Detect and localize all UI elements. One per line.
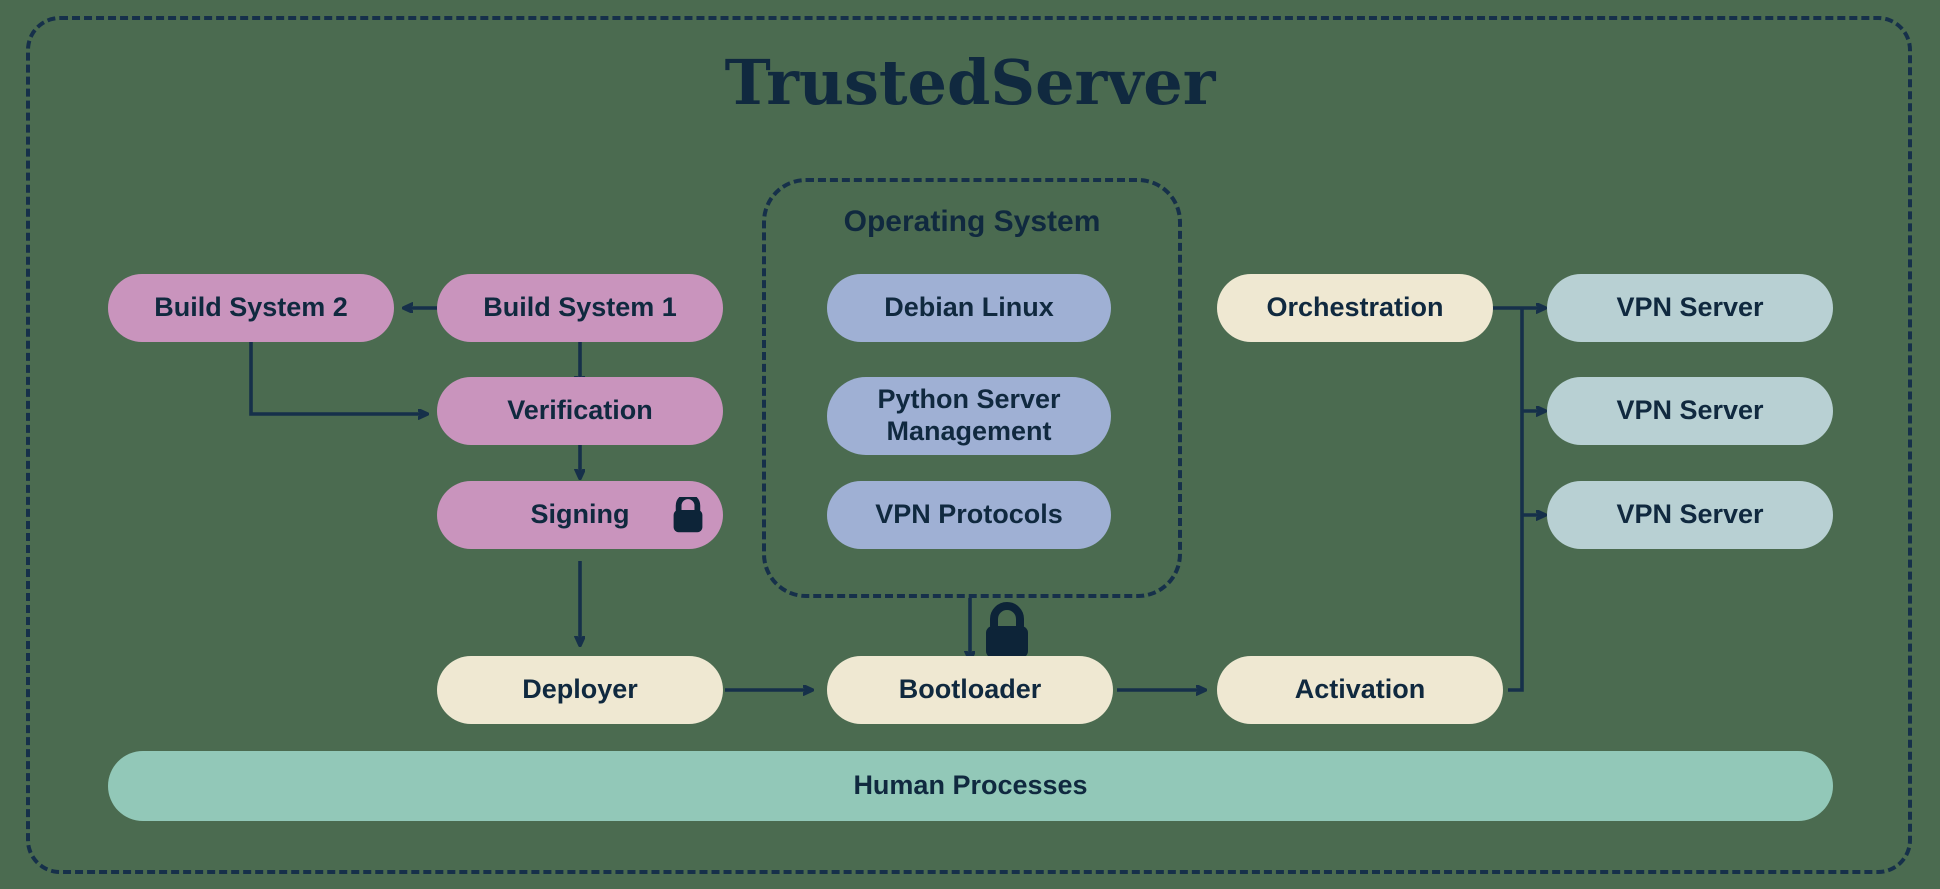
os-item-vpn-protocols[interactable]: VPN Protocols bbox=[827, 481, 1111, 549]
node-label: Activation bbox=[1294, 674, 1426, 705]
operating-system-group bbox=[762, 178, 1182, 598]
node-label: Build System 2 bbox=[154, 292, 348, 323]
node-label: Orchestration bbox=[1266, 292, 1444, 323]
os-item-python-server-management[interactable]: Python Server Management bbox=[827, 377, 1111, 455]
node-label: Human Processes bbox=[853, 770, 1088, 801]
node-label: Bootloader bbox=[898, 674, 1042, 705]
node-vpn-server-3[interactable]: VPN Server bbox=[1547, 481, 1833, 549]
operating-system-label: Operating System bbox=[843, 205, 1101, 238]
node-vpn-server-1[interactable]: VPN Server bbox=[1547, 274, 1833, 342]
node-verification[interactable]: Verification bbox=[437, 377, 723, 445]
node-orchestration[interactable]: Orchestration bbox=[1217, 274, 1493, 342]
node-label: VPN Server bbox=[1616, 395, 1764, 426]
node-label: VPN Server bbox=[1616, 499, 1764, 530]
node-label: Signing bbox=[530, 499, 630, 530]
page-title: TrustedServer bbox=[724, 46, 1216, 119]
os-item-label: Debian Linux bbox=[884, 292, 1054, 323]
node-label: Build System 1 bbox=[483, 292, 677, 323]
os-item-label: VPN Protocols bbox=[875, 499, 1063, 530]
node-vpn-server-2[interactable]: VPN Server bbox=[1547, 377, 1833, 445]
os-item-label: Python Server Management bbox=[877, 384, 1061, 446]
node-label: Verification bbox=[507, 395, 653, 426]
node-build-system-1[interactable]: Build System 1 bbox=[437, 274, 723, 342]
os-item-debian-linux[interactable]: Debian Linux bbox=[827, 274, 1111, 342]
node-bootloader[interactable]: Bootloader bbox=[827, 656, 1113, 724]
node-build-system-2[interactable]: Build System 2 bbox=[108, 274, 394, 342]
node-label: Deployer bbox=[522, 674, 638, 705]
node-deployer[interactable]: Deployer bbox=[437, 656, 723, 724]
lock-icon-signing bbox=[673, 497, 703, 533]
node-activation[interactable]: Activation bbox=[1217, 656, 1503, 724]
node-human-processes[interactable]: Human Processes bbox=[108, 751, 1833, 821]
trusted-server-boundary bbox=[26, 16, 1912, 874]
node-label: VPN Server bbox=[1616, 292, 1764, 323]
node-signing[interactable]: Signing bbox=[437, 481, 723, 549]
